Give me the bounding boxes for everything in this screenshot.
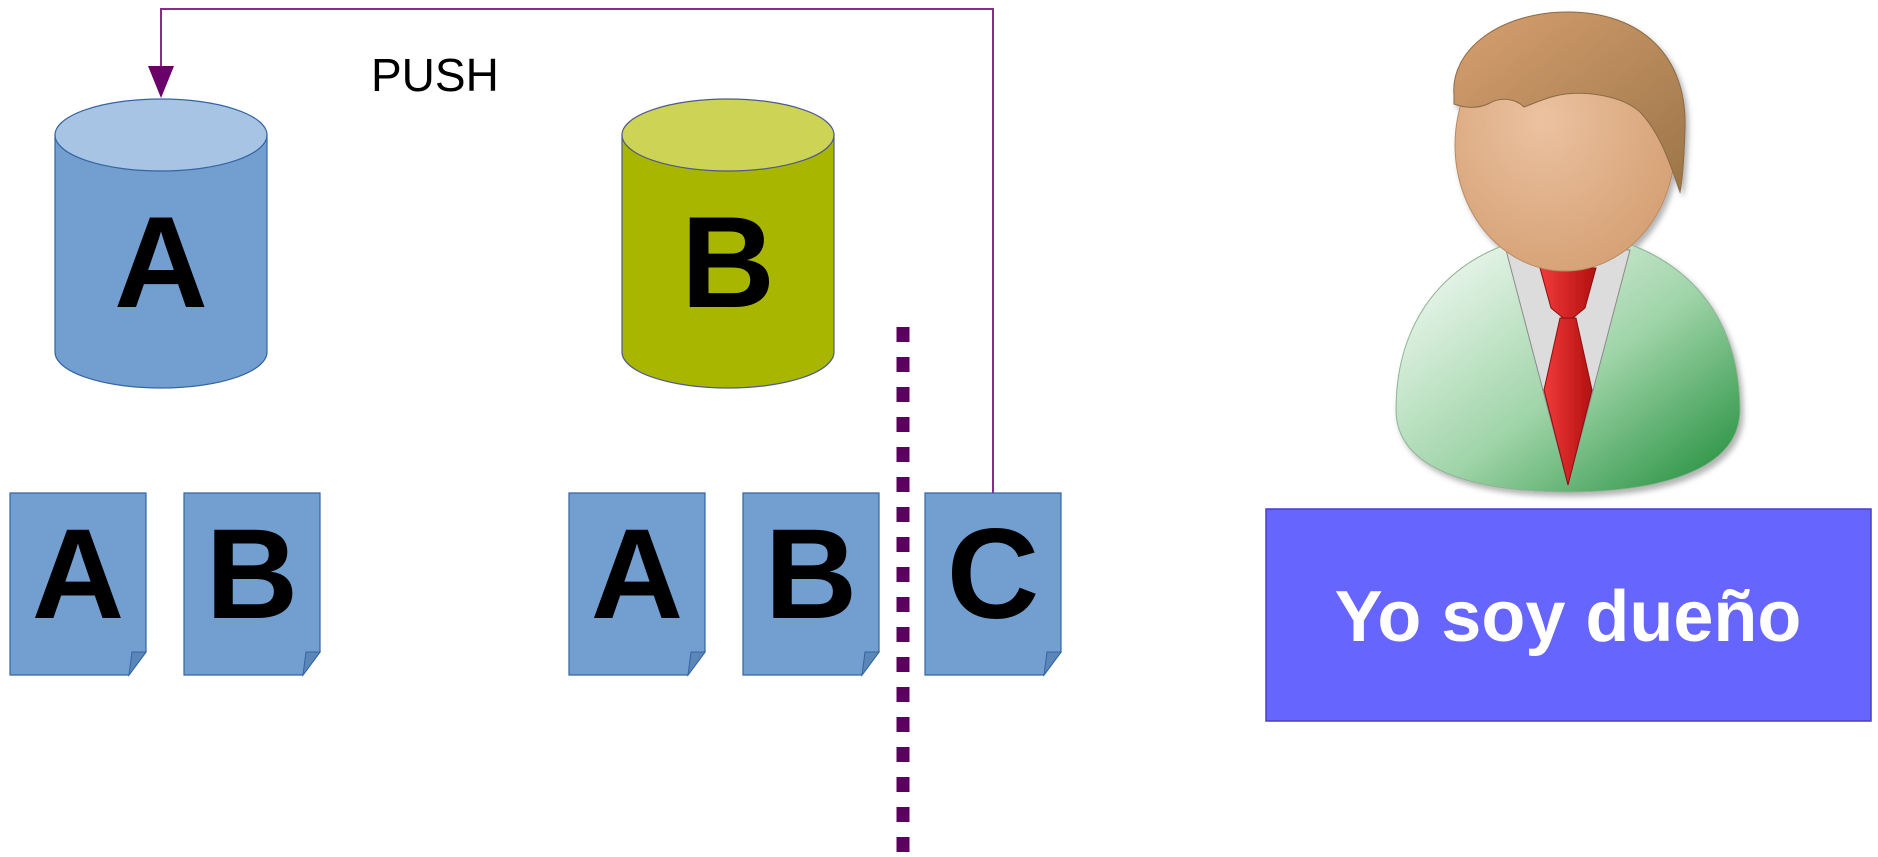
repository-b: B [621, 98, 835, 389]
owner-box: Yo soy dueño [1265, 508, 1872, 722]
arrow-head-icon [148, 66, 174, 98]
document-right-b: B [742, 492, 880, 677]
repository-a: A [54, 98, 268, 389]
document-right-a: A [568, 492, 706, 677]
repository-b-label: B [681, 189, 775, 335]
document-right-a-label: A [591, 503, 683, 646]
document-right-c-label: C [947, 503, 1039, 646]
owner-label: Yo soy dueño [1335, 577, 1802, 657]
businessman-icon [1395, 11, 1741, 493]
document-left-b: B [183, 492, 321, 677]
repository-a-label: A [114, 189, 208, 335]
document-right-b-label: B [765, 503, 857, 646]
document-left-a-label: A [32, 503, 124, 646]
push-arrow [148, 8, 994, 493]
document-left-b-label: B [206, 503, 298, 646]
document-left-a: A [9, 492, 147, 677]
push-label: PUSH [371, 49, 499, 101]
document-right-c: C [924, 492, 1062, 677]
